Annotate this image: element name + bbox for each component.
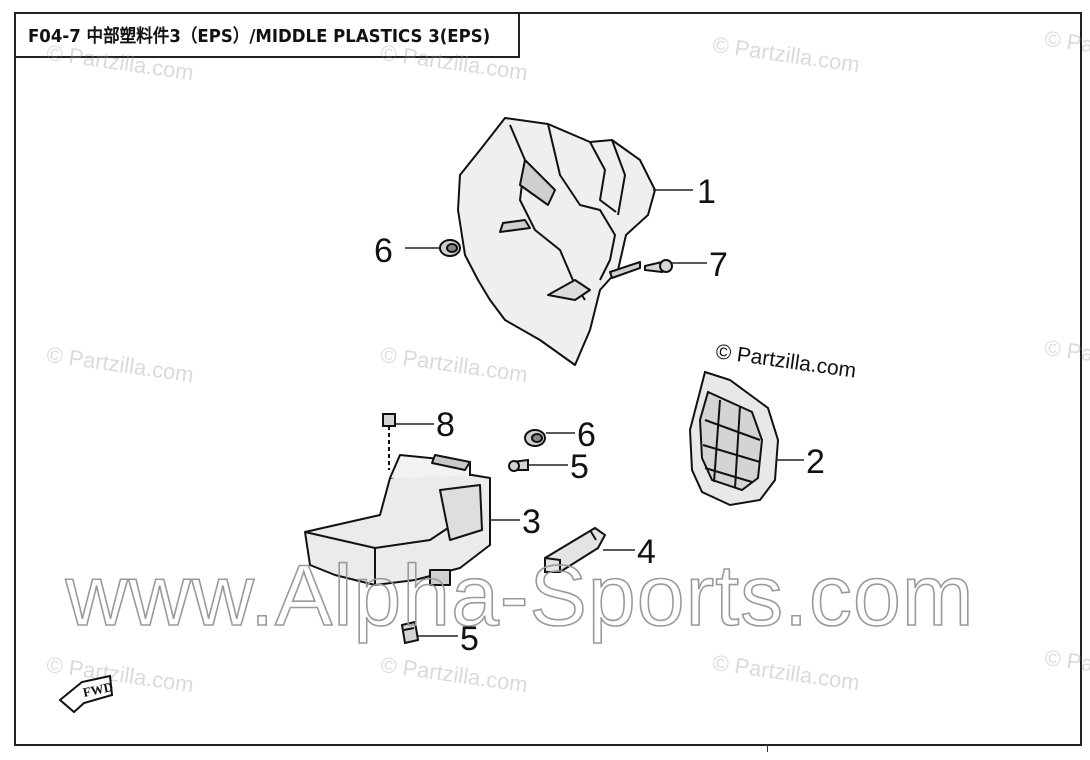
diagram-frame [14,12,1082,746]
part-1-middle-cover [457,117,656,366]
part-5-clip-nut [400,620,420,645]
big-watermark: www.Alpha-Sports.com [65,548,975,644]
callout-3: 3 [522,503,541,541]
part-5-screw-upper [508,458,529,472]
part-8-bolt [382,413,396,470]
part-2-vent-grille [688,370,780,507]
part-6-grommet-upper [439,239,461,257]
part-6-grommet-lower [524,429,546,447]
callout-4: 4 [637,533,656,571]
part-7-screw [644,259,673,274]
part-3-lower-duct [304,454,491,586]
callout-5a: 5 [570,448,589,486]
callout-6a: 6 [374,232,393,270]
callout-2: 2 [806,443,825,481]
fwd-arrow-icon: FWD [58,674,115,714]
callout-1: 1 [697,173,716,211]
callout-6b: 6 [577,416,596,454]
callout-7: 7 [709,246,728,284]
callout-8: 8 [436,406,455,444]
page-title: F04-7 中部塑料件3（EPS）/MIDDLE PLASTICS 3(EPS) [28,26,491,47]
fwd-label: FWD [82,679,115,700]
part-4-bracket [544,526,607,573]
title-box: F04-7 中部塑料件3（EPS）/MIDDLE PLASTICS 3(EPS) [14,12,520,58]
frame-tick [767,744,768,752]
partzilla-mark: © Partzilla.com [714,340,857,382]
callout-5b: 5 [460,620,479,658]
